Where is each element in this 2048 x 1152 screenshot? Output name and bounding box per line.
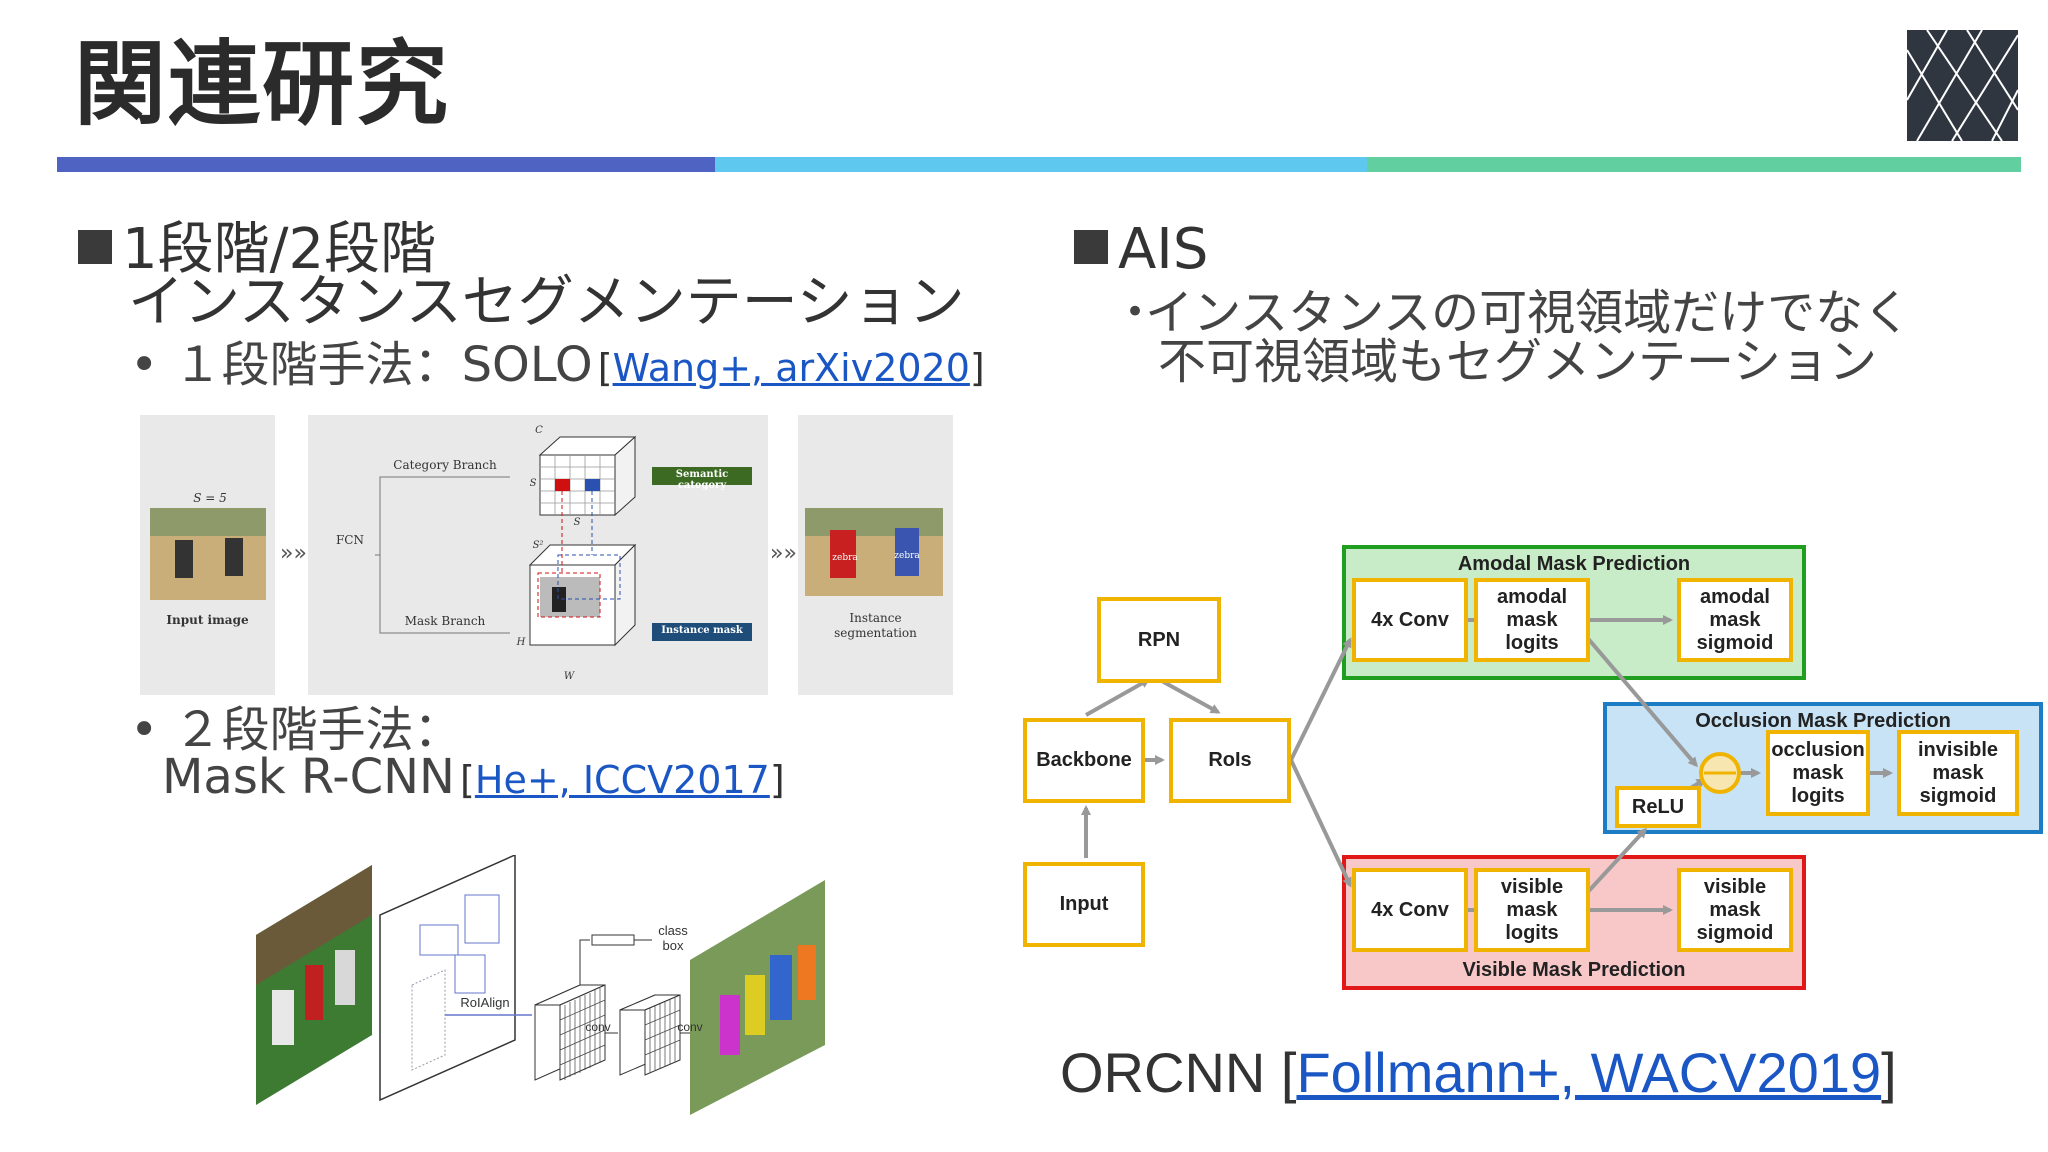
- list-item-solo: • １段階手法：SOLO [Wang+, arXiv2020]: [130, 340, 985, 390]
- solo-category-branch: Category Branch: [393, 458, 497, 472]
- ref-link-solo[interactable]: Wang+, arXiv2020: [612, 346, 970, 390]
- right-bullet-line1: インスタンスの可視領域だけでなく: [1145, 285, 1912, 341]
- maskrcnn-figure: RoIAlign conv conv class box: [250, 853, 830, 1115]
- solo-w: W: [563, 671, 575, 682]
- item2-line2: Mask R-CNN: [162, 749, 455, 805]
- maskrcnn-class: class: [658, 923, 688, 938]
- bullet-dot: •: [1125, 292, 1146, 332]
- maskrcnn-roialign: RoIAlign: [460, 995, 510, 1010]
- occlusion-group-label: Occlusion Mask Prediction: [1695, 710, 1951, 732]
- input-box: Input: [1023, 862, 1145, 947]
- item2-line1: ２段階手法：: [173, 702, 462, 758]
- solo-instance-seg-2: segmentation: [834, 626, 917, 640]
- maskrcnn-box: box: [662, 938, 684, 953]
- citation-suffix: ]: [1881, 1041, 1897, 1104]
- item1-text: １段階手法：SOLO: [173, 337, 593, 393]
- maskrcnn-diagram: [256, 853, 825, 1115]
- solo-mask-branch: Mask Branch: [404, 614, 486, 628]
- orcnn-diagram: Amodal Mask Prediction Occlusion Mask Pr…: [1020, 540, 2043, 1000]
- right-heading-text: AIS: [1118, 217, 1209, 282]
- page-title: 関連研究: [74, 31, 451, 138]
- divider-bar-green: [1367, 157, 2021, 172]
- square-bullet-icon: [78, 229, 112, 264]
- amodal-sigmoid-box: amodal mask sigmoid: [1677, 578, 1793, 662]
- orcnn-citation: ORCNN [Follmann+, WACV2019]: [1060, 1040, 1897, 1105]
- solo-instance-mask: Instance mask: [661, 625, 743, 636]
- amodal-group-label: Amodal Mask Prediction: [1457, 553, 1691, 575]
- solo-fcn: FCN: [335, 533, 364, 547]
- ref-link-maskrcnn[interactable]: He+, ICCV2017: [474, 758, 770, 802]
- list-item-maskrcnn: • ２段階手法：: [130, 705, 462, 755]
- item2-ref: [He+, ICCV2017]: [460, 758, 785, 802]
- square-bullet-icon: [1074, 229, 1108, 264]
- diagram-arrows: [1081, 615, 1893, 915]
- ref-link-orcnn[interactable]: Follmann+, WACV2019: [1296, 1041, 1882, 1104]
- solo-s-bottom: S: [573, 517, 581, 528]
- citation-prefix: ORCNN [: [1060, 1041, 1297, 1104]
- amodal-logits-box: amodal mask logits: [1474, 578, 1590, 662]
- right-bullet: •インスタンスの可視領域だけでなく: [1125, 288, 1911, 338]
- svg-text:»»: »»: [280, 541, 307, 566]
- rois-box: RoIs: [1169, 718, 1291, 803]
- left-heading-line2: インスタンスセグメンテーション: [128, 270, 965, 335]
- solo-diagram: »» »»: [150, 435, 943, 647]
- backbone-box: Backbone: [1023, 718, 1145, 803]
- network-panel: [308, 415, 768, 695]
- maskrcnn-conv1: conv: [585, 1020, 611, 1034]
- amodal-conv-box: 4x Conv: [1352, 578, 1468, 662]
- right-bullet-line2: 不可視領域もセグメンテーション: [1158, 334, 1878, 390]
- occlusion-logits-box: occlusion mask logits: [1766, 730, 1870, 816]
- solo-zebra-2: zebra: [894, 551, 920, 561]
- right-heading: AIS: [1074, 222, 1208, 278]
- maskrcnn-conv2: conv: [677, 1020, 703, 1034]
- solo-figure: »» »» S = 5 Input image FCN Cate: [140, 415, 955, 695]
- logo-icon: [1906, 29, 2019, 142]
- solo-h: H: [516, 637, 526, 648]
- solo-instance-seg-1: Instance: [849, 611, 902, 625]
- visible-group-label: Visible Mask Prediction: [1462, 959, 1686, 981]
- visible-logits-box: visible mask logits: [1474, 868, 1590, 952]
- solo-zebra-1: zebra: [832, 553, 858, 563]
- solo-c: C: [535, 425, 543, 436]
- rpn-box: RPN: [1097, 597, 1221, 683]
- divider-bar-blue: [57, 157, 715, 172]
- solo-semantic-category: Semantic category: [675, 469, 729, 491]
- solo-s5: S = 5: [193, 491, 227, 505]
- solo-s2: S²: [532, 540, 544, 551]
- bullet-dot: •: [130, 337, 174, 393]
- divider-bar-cyan: [715, 157, 1367, 172]
- item1-ref: [Wang+, arXiv2020]: [597, 346, 985, 390]
- solo-s-left: S: [529, 478, 537, 489]
- left-heading-line1: 1段階/2段階: [122, 217, 437, 282]
- svg-text:»»: »»: [770, 541, 797, 566]
- visible-conv-box: 4x Conv: [1352, 868, 1468, 952]
- solo-input-label: Input image: [166, 613, 249, 627]
- bullet-dot: •: [130, 702, 174, 758]
- visible-sigmoid-box: visible mask sigmoid: [1677, 868, 1793, 952]
- item2-line2-row: Mask R-CNN [He+, ICCV2017]: [162, 752, 785, 802]
- relu-box: ReLU: [1615, 786, 1701, 828]
- invisible-sigmoid-box: invisible mask sigmoid: [1897, 730, 2019, 816]
- left-heading: 1段階/2段階: [78, 222, 436, 278]
